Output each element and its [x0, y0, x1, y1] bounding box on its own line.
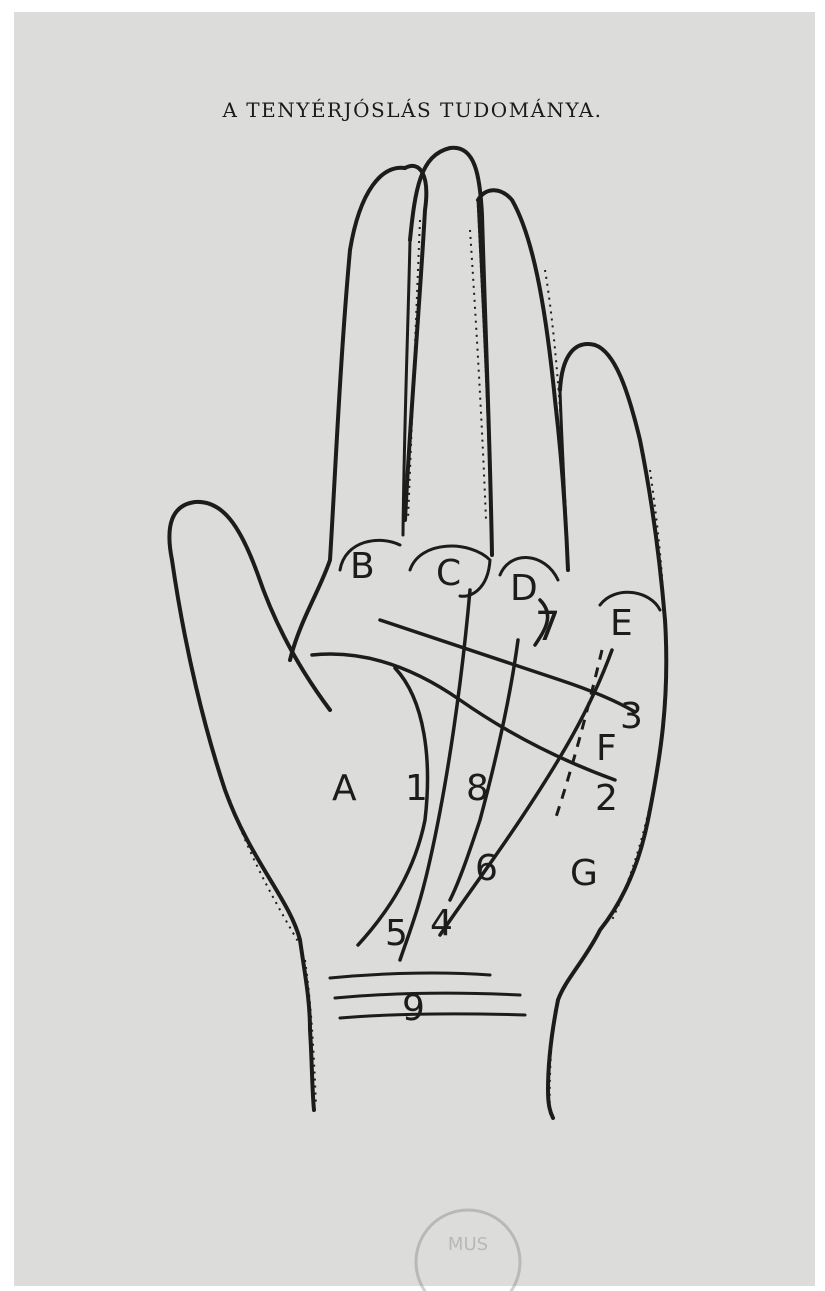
label-8: 8: [466, 768, 489, 809]
shading-hatches: [230, 220, 666, 1115]
wrist-left-edge: [300, 940, 314, 1110]
middle-finger-outline: [410, 148, 492, 555]
label-3: 3: [620, 696, 643, 737]
label-7: 7: [535, 604, 560, 650]
label-e: E: [610, 603, 633, 644]
bracelet-line-3: [340, 1014, 525, 1018]
little-finger-outline: [560, 344, 665, 620]
index-finger-left-edge: [290, 168, 405, 660]
stamp-text: MUS: [448, 1234, 488, 1255]
bracelet-line-2: [335, 993, 520, 998]
label-6: 6: [475, 848, 498, 889]
label-a: A: [332, 768, 357, 809]
bracelet-lines: [330, 973, 525, 1018]
label-f: F: [596, 728, 617, 769]
label-9: 9: [402, 988, 425, 1029]
label-2: 2: [595, 778, 618, 819]
thumb-outline: [169, 502, 330, 940]
label-1: 1: [405, 768, 428, 809]
label-5: 5: [385, 913, 408, 954]
finger-crease-lines: [403, 200, 568, 570]
label-b: B: [350, 546, 375, 587]
label-d: D: [510, 568, 538, 609]
label-g: G: [570, 853, 598, 894]
library-stamp: MUS: [416, 1210, 520, 1291]
wrist-right-edge: [548, 1000, 558, 1118]
label-4: 4: [430, 903, 453, 944]
label-c: C: [436, 553, 461, 594]
mount-arcs: [340, 540, 660, 610]
head-line: [312, 654, 615, 780]
bracelet-line-1: [330, 973, 490, 978]
diagram-labels: A B C D E F G 1 2 3 4 5 6 7 8 9: [332, 546, 643, 1029]
